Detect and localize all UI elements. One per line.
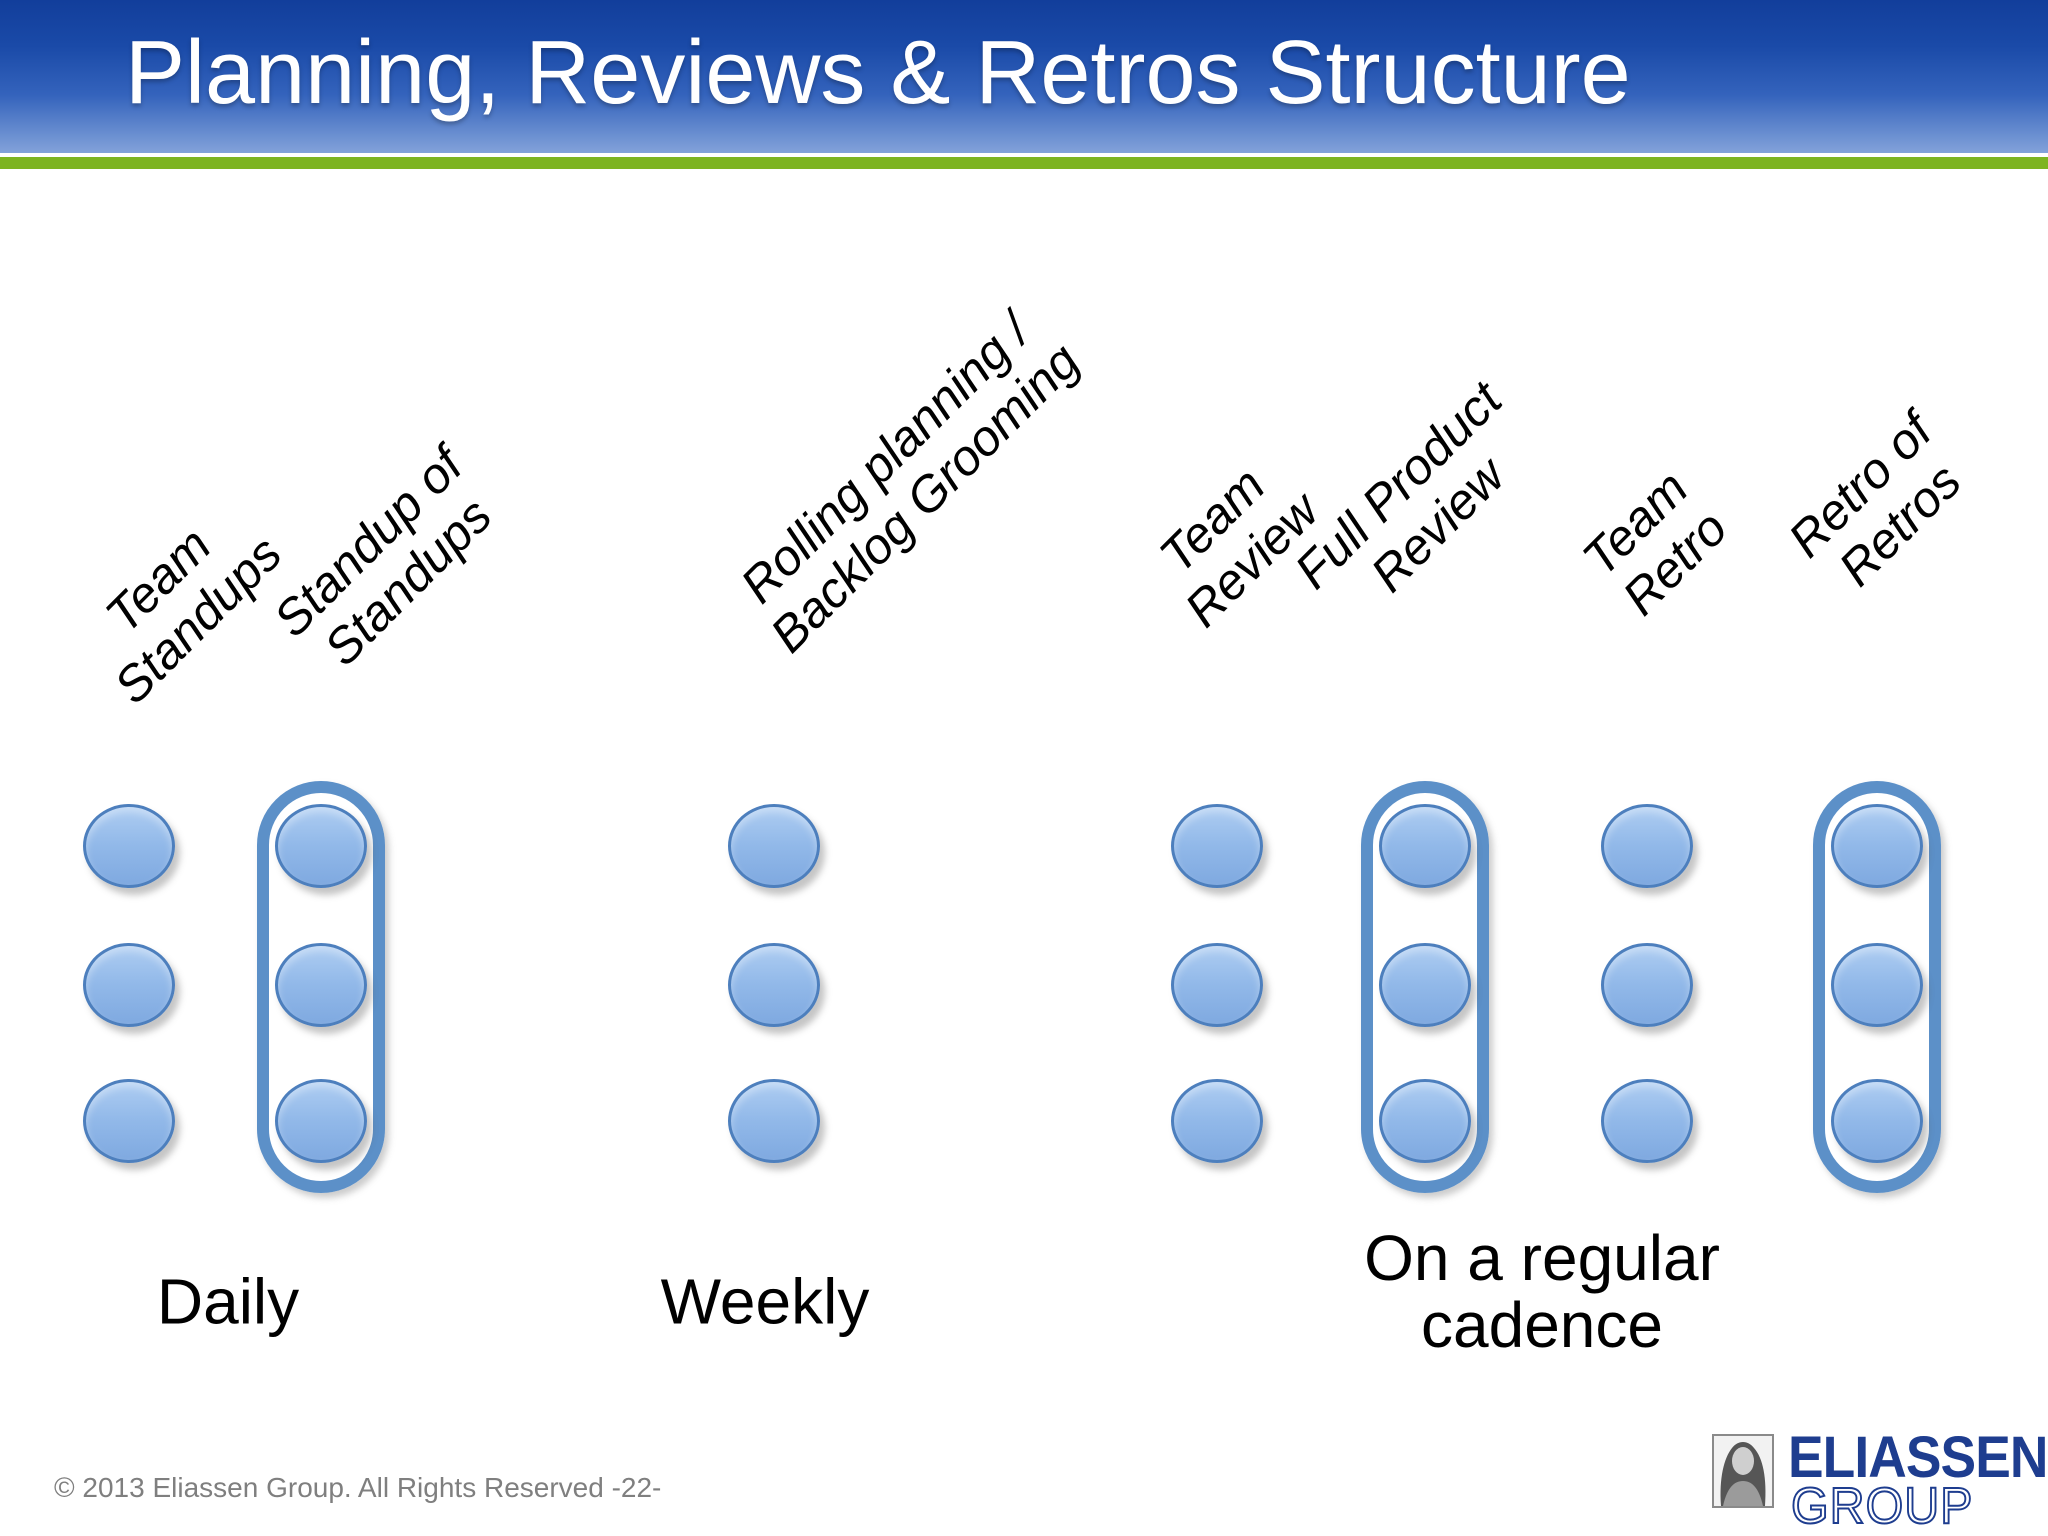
meeting-dot [1831, 804, 1923, 888]
logo-wordmark-secondary: GROUP [1790, 1476, 1974, 1535]
meeting-dot [1601, 804, 1693, 888]
meeting-dot [1171, 804, 1263, 888]
cadence-label-daily: Daily [156, 1265, 300, 1338]
cadence-label-regular: On a regular cadence [1364, 1221, 1720, 1361]
column-label-full-product-review: Full Product Review [1284, 371, 1516, 603]
meeting-dot [1379, 804, 1471, 888]
meeting-dot [1379, 1079, 1471, 1163]
cadence-label-weekly: Weekly [660, 1265, 870, 1338]
meeting-dot [728, 1079, 820, 1163]
logo-wordmark-primary: ELIASSEN [1788, 1425, 2048, 1490]
column-label-rolling-planning: Rolling planning / Backlog Grooming [729, 302, 1091, 664]
meeting-dot [83, 943, 175, 1027]
meeting-dot [1171, 943, 1263, 1027]
header-banner: Planning, Reviews & Retros Structure [0, 0, 2048, 153]
eliassen-group-logo: ELIASSEN GROUP [1712, 1425, 2048, 1535]
copyright-text: © 2013 Eliassen Group. All Rights Reserv… [54, 1472, 662, 1503]
meeting-dot [275, 943, 367, 1027]
meeting-dot [275, 804, 367, 888]
column-label-retro-of-retros: Retro of Retros [1777, 402, 1972, 597]
meeting-dot [1601, 1079, 1693, 1163]
meeting-dot [83, 1079, 175, 1163]
meeting-dot [1831, 943, 1923, 1027]
meeting-dot [1171, 1079, 1263, 1163]
accent-bar [0, 157, 2048, 169]
column-label-team-standups: Team Standups [94, 516, 293, 715]
meeting-dot [728, 804, 820, 888]
column-label-team-retro: Team Retro [1571, 459, 1738, 626]
column-label-team-review: Team Review [1148, 456, 1330, 638]
page-title: Planning, Reviews & Retros Structure [125, 23, 1631, 123]
meeting-dot [275, 1079, 367, 1163]
column-label-standup-of-standups: Standup of Standups [262, 436, 503, 677]
mona-lisa-icon [1712, 1434, 1774, 1508]
meeting-dot [728, 943, 820, 1027]
meeting-dot [1601, 943, 1693, 1027]
meeting-dot [83, 804, 175, 888]
meeting-dot [1831, 1079, 1923, 1163]
meeting-dot [1379, 943, 1471, 1027]
